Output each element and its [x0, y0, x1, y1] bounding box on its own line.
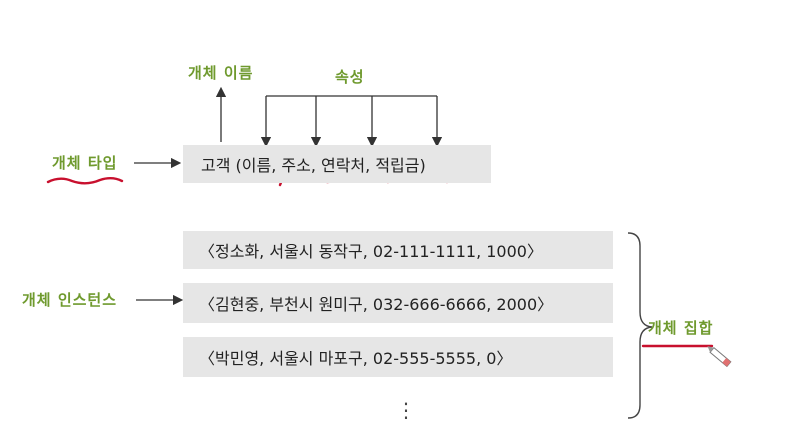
instance-text: 〈정소화, 서울시 동작구, 02-111-1111, 1000〉 — [199, 242, 543, 261]
entity-set-label: 개체 집합 — [648, 319, 714, 337]
red-underline-entity-type — [46, 177, 124, 185]
pen-cursor-icon — [707, 346, 732, 368]
entity-set-brace — [627, 232, 653, 419]
entity-type-text: 고객 (이름, 주소, 연락처, 적립금) — [201, 156, 426, 175]
instance-text: 〈김현중, 부천시 원미구, 032-666-6666, 2000〉 — [199, 295, 554, 314]
entity-instance-label: 개체 인스턴스 — [22, 291, 118, 309]
more-ellipsis: ⋮ — [396, 398, 416, 422]
instance-text: 〈박민영, 서울시 마포구, 02-555-5555, 0〉 — [199, 349, 513, 368]
entity-type-box: 고객 (이름, 주소, 연락처, 적립금) — [183, 145, 491, 183]
attribute-label: 속성 — [335, 68, 365, 86]
entity-name-label: 개체 이름 — [188, 64, 254, 82]
instance-row: 〈박민영, 서울시 마포구, 02-555-5555, 0〉 — [183, 337, 613, 377]
instance-row: 〈정소화, 서울시 동작구, 02-111-1111, 1000〉 — [183, 231, 613, 269]
entity-type-label: 개체 타입 — [52, 154, 118, 172]
instance-row: 〈김현중, 부천시 원미구, 032-666-6666, 2000〉 — [183, 283, 613, 323]
